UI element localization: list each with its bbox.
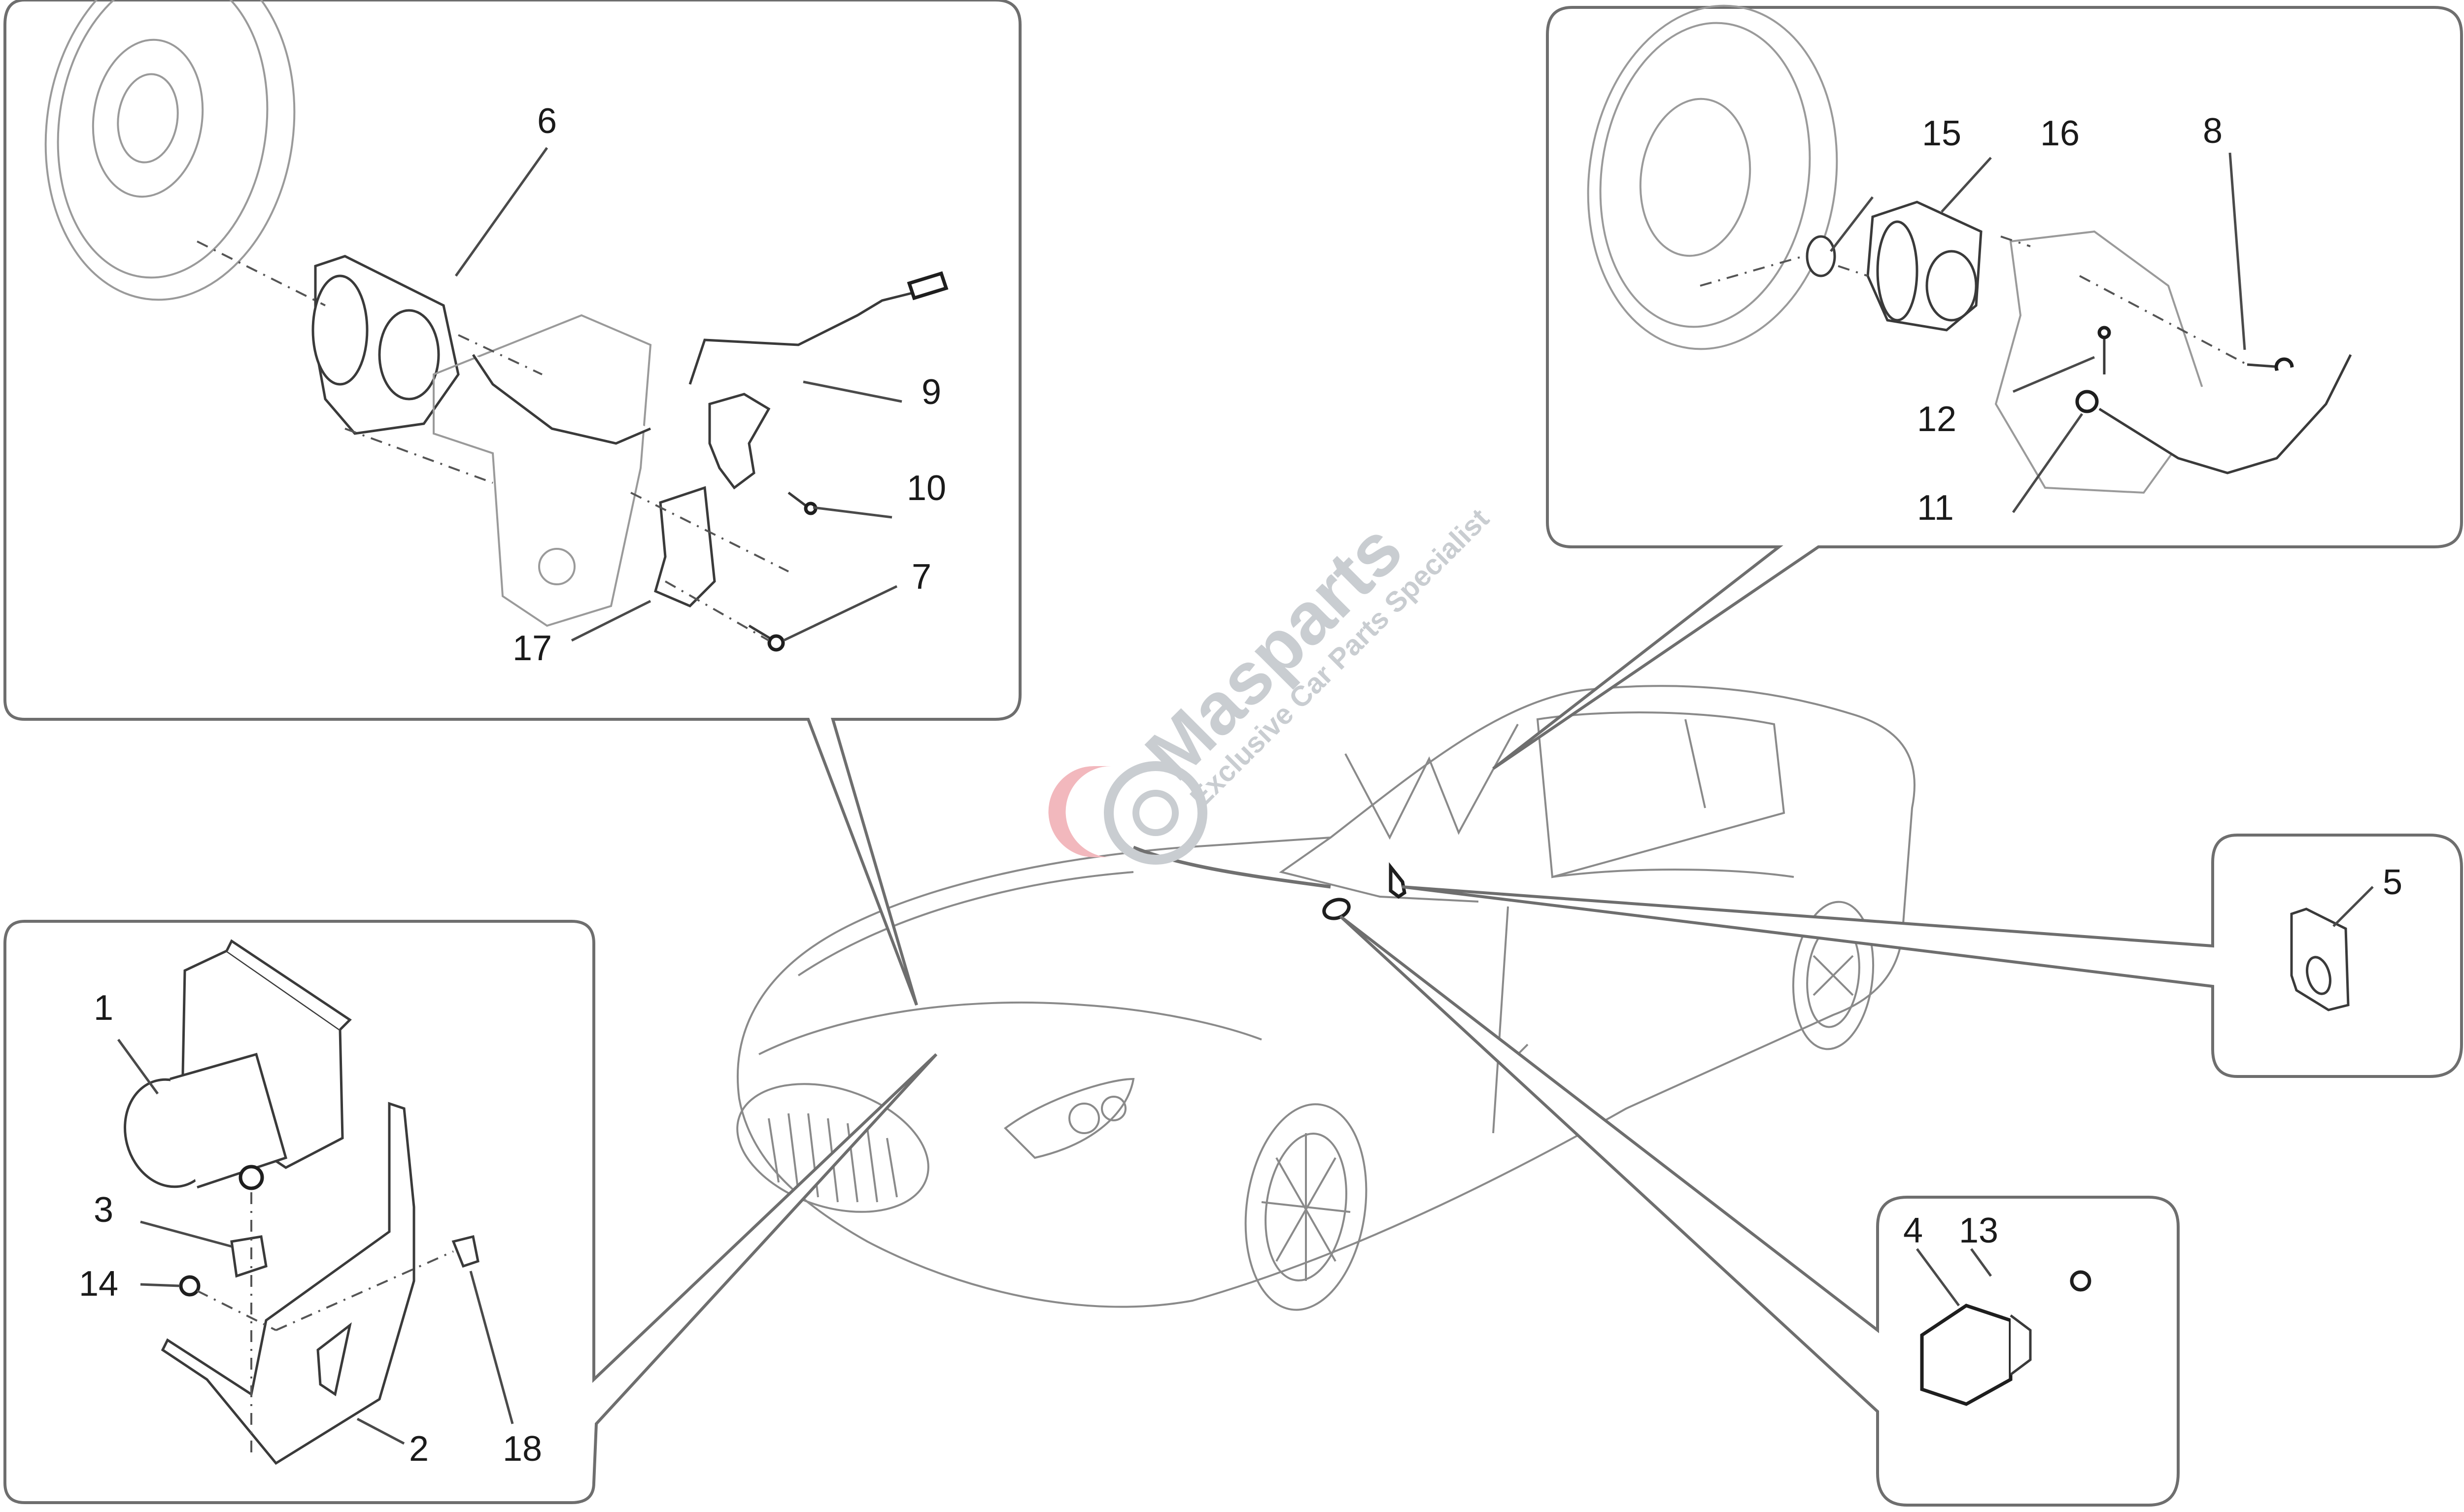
leader-17: [571, 600, 651, 642]
rear-knuckle: [1994, 230, 2209, 494]
leader-1: [117, 1039, 159, 1095]
watermark-brand: Masparts: [1129, 507, 1417, 795]
callout-15[interactable]: 15: [1922, 114, 1961, 153]
sensor-bracket-location-marker: [1389, 862, 1406, 899]
nut-13: [2070, 1270, 2091, 1292]
callout-10[interactable]: 10: [907, 469, 946, 508]
callout-5[interactable]: 5: [2383, 863, 2402, 902]
rear-speed-sensor: [2075, 390, 2099, 413]
leader-3: [140, 1220, 232, 1248]
leader-12: [2013, 356, 2095, 393]
leader-10: [813, 506, 892, 519]
leader-8: [2228, 152, 2246, 350]
watermark: Masparts Exclusive Car Parts Specialist: [1129, 503, 1495, 814]
brake-disc: [44, 0, 296, 301]
panel-front-hub: 6 9 10 7 17: [3, 0, 1022, 1006]
callout-11[interactable]: 11: [1917, 488, 1954, 528]
callout-13[interactable]: 13: [1959, 1211, 1998, 1250]
watermark-logo: [1048, 761, 1207, 865]
callout-3[interactable]: 3: [94, 1190, 113, 1230]
yaw-rate-sensor: [1920, 1304, 2013, 1406]
panel-abs-unit: 1 3 14 2 18: [3, 920, 938, 1504]
watermark-logo-accent: [1048, 766, 1111, 857]
callout-16[interactable]: 16: [2040, 114, 2080, 153]
clip: [451, 1235, 479, 1268]
callout-2[interactable]: 2: [409, 1429, 429, 1469]
nut-14: [179, 1275, 201, 1297]
yaw-sensor-location-marker: [1322, 898, 1351, 920]
leader-5: [2332, 886, 2374, 927]
callout-17[interactable]: 17: [513, 629, 552, 668]
leader-15: [1830, 196, 1874, 252]
leader-4: [1916, 1248, 1960, 1307]
leader-2: [356, 1417, 405, 1445]
callout-14[interactable]: 14: [79, 1264, 118, 1304]
rubber-mount: [230, 1235, 268, 1278]
panel-yaw-sensor: 4 13: [1339, 915, 2180, 1507]
leader-11: [2012, 413, 2084, 513]
callout-9[interactable]: 9: [922, 372, 941, 412]
leader-18: [469, 1271, 514, 1424]
callout-1[interactable]: 1: [94, 988, 113, 1028]
leader-6: [454, 147, 548, 277]
dust-shield: [653, 486, 716, 607]
sensor-cable-bracket: [708, 393, 771, 490]
callout-6[interactable]: 6: [537, 101, 557, 141]
callout-7[interactable]: 7: [912, 557, 931, 597]
leader-16: [1941, 157, 1992, 213]
bushing: [1806, 235, 1836, 277]
watermark-logo-disc-icon: [1104, 761, 1207, 865]
panel-sensor-bracket: 5: [1402, 834, 2463, 1078]
leader-9: [803, 380, 902, 403]
steering-knuckle: [433, 314, 652, 627]
rear-brake-disc: [1587, 4, 1838, 350]
callout-4[interactable]: 4: [1903, 1211, 1923, 1250]
panel-rear-hub: 15 16 8 12 11: [1492, 4, 2463, 770]
leader-13: [1970, 1248, 1992, 1277]
leader-14: [140, 1283, 180, 1287]
leader-7: [783, 585, 898, 642]
callout-8[interactable]: 8: [2203, 111, 2223, 151]
callout-18[interactable]: 18: [503, 1429, 542, 1469]
callout-12[interactable]: 12: [1917, 400, 1956, 439]
